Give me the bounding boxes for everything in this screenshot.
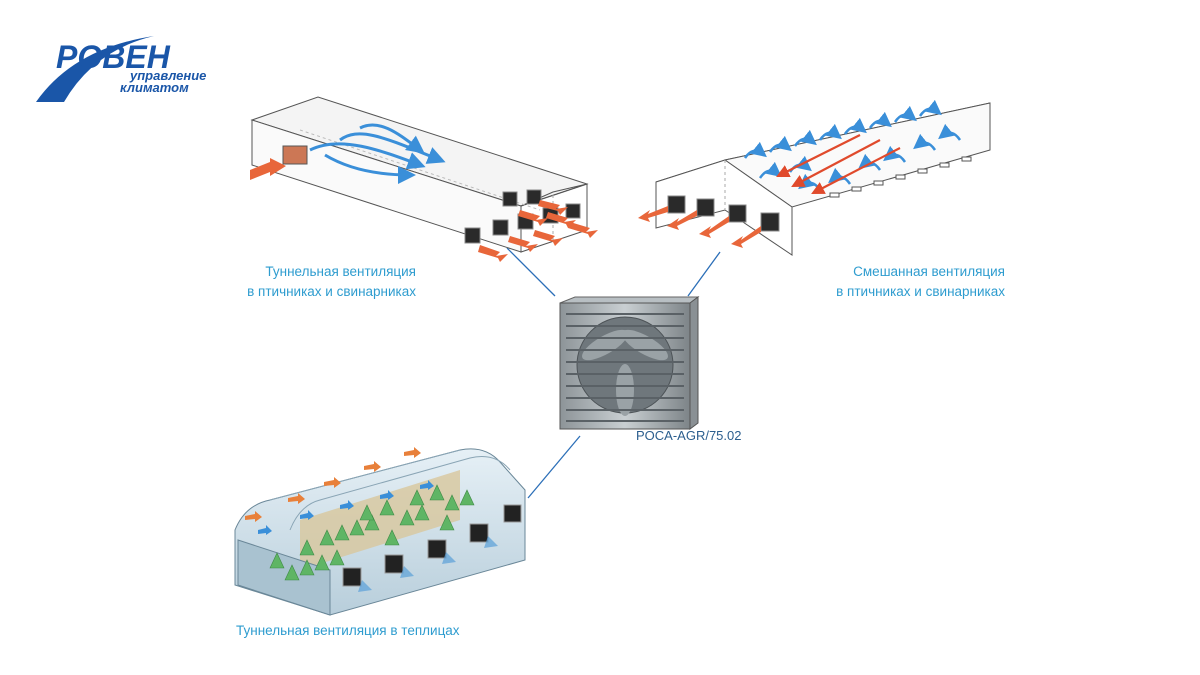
fan-unit-illustration [559,296,700,430]
caption-mixed: Смешанная вентиляция в птичниках и свина… [800,262,1005,302]
caption-mixed-line2: в птичниках и свинарниках [836,284,1005,299]
logo-tagline-line2: климатом [120,80,189,95]
barn-mixed-illustration [638,99,991,256]
connector-lines [506,247,721,499]
logo-tagline-line1: управление [129,68,206,83]
caption-greenhouse: Туннельная вентиляция в теплицах [236,623,460,638]
caption-tunnel-poultry-line1: Туннельная вентиляция [265,264,416,279]
logo-brand-text: РОВЕН [56,39,171,75]
roven-logo: РОВЕН управление климатом [34,28,234,108]
barn-tunnel-illustration [250,96,598,262]
caption-mixed-line1: Смешанная вентиляция [853,264,1005,279]
greenhouse-illustration [234,447,526,616]
caption-tunnel-poultry-line2: в птичниках и свинарниках [247,284,416,299]
fan-model-label: POCA-AGR/75.02 [636,428,742,443]
caption-tunnel-poultry: Туннельная вентиляция в птичниках и свин… [236,262,416,302]
logo-swoosh-icon: РОВЕН управление климатом [36,36,206,102]
